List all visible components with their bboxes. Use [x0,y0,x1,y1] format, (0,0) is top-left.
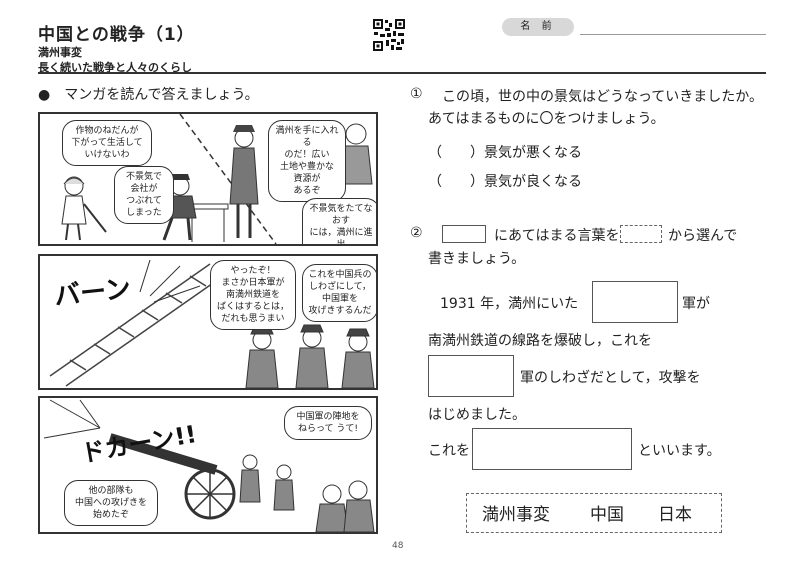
choice-manchurian-incident: 満州事変 [482,505,550,525]
q1-question-line-2: あてはまるものに〇をつけましょう。 [428,111,665,127]
q2-sample-choice-box [620,225,662,243]
manga-panel-2: バーン やったぞ！ まさか日本軍が 南満州鉄道を ばくはするとは， だれも思うま… [38,254,378,390]
q2-sentence-line-5-end: といいます。 [638,443,721,459]
manga-panel-1: 作物のねだんが 下がって生活して いけないわ 不景気で 会社が つぶれて しまっ… [38,112,378,246]
speech-bubble-officer-1: やったぞ！ まさか日本軍が 南満州鉄道を ばくはするとは， だれも思うまい [210,260,296,330]
qr-code-icon[interactable] [372,18,406,52]
manga-panel-3: ドカーン!! 中国軍の陣地を ねらって うて! 他の部隊も 中国への攻げきを 始… [38,396,378,534]
q1-question-line-1: この頃，世の中の景気はどうなっていきましたか。 [442,89,764,105]
manga-panel-1-art [61,114,373,244]
speech-bubble-commander: 中国軍の陣地を ねらって うて! [284,406,372,440]
speech-bubble-politician: 不景気をたてなおす には，満州に進出 するしかないなぁ [302,198,376,244]
speech-bubble-soldier-report: 他の部隊も 中国への攻げきを 始めたぞ [64,480,158,526]
q2-instruction-c: 書きましょう。 [428,251,526,267]
subtitle-topic: 満州事変 [38,46,82,59]
q2-sentence-line-5: これを [428,443,470,459]
choice-japan: 日本 [658,505,692,525]
name-field[interactable] [580,34,766,35]
header-divider [38,72,766,74]
q2-sentence-line-2: 南満州鉄道の線路を爆破し，これを [428,333,652,349]
speech-bubble-officer-2: これを中国兵の しわざにして， 中国軍を 攻げきするんだ [302,264,376,322]
name-label: 名 前 [502,18,574,36]
q2-sentence-line-4: はじめました。 [428,407,526,423]
instruction-text: ● マンガを読んで答えましょう。 [38,87,259,103]
q1-option-good[interactable]: （ ）景気が良くなる [428,174,582,190]
q2-answer-box-3[interactable] [472,428,632,470]
word-choice-box [466,493,722,533]
q2-sentence-line-3-end: 軍のしわざだとして，攻撃を [520,370,701,386]
subtitle-unit: 長く続いた戦争と人々のくらし [38,61,192,74]
manga-panel-3-art [43,399,375,532]
speech-bubble-worker: 不景気で 会社が つぶれて しまった [114,166,174,224]
q2-instruction-a: にあてはまる言葉を [494,228,620,244]
q1-number: ① [410,86,423,102]
q2-sample-answer-box [442,225,486,243]
q2-answer-box-2[interactable] [428,355,514,397]
speech-bubble-soldier: 満州を手に入れる のだ！広い 土地や豊かな 資源が あるぞ [268,120,346,202]
q2-number: ② [410,225,423,241]
q2-instruction-b: から選んで [668,228,738,244]
q2-sentence-line-1: 1931 年，満州にいた [440,296,579,312]
speech-bubble-farmer: 作物のねだんが 下がって生活して いけないわ [62,120,152,166]
q2-sentence-line-1-end: 軍が [682,296,710,312]
choice-china: 中国 [590,505,624,525]
q1-option-bad[interactable]: （ ）景気が悪くなる [428,145,582,161]
q2-answer-box-1[interactable] [592,281,678,323]
page-number: 48 [392,541,404,551]
manga-panel-2-art [49,259,375,388]
page-title: 中国との戦争（1） [38,25,195,45]
